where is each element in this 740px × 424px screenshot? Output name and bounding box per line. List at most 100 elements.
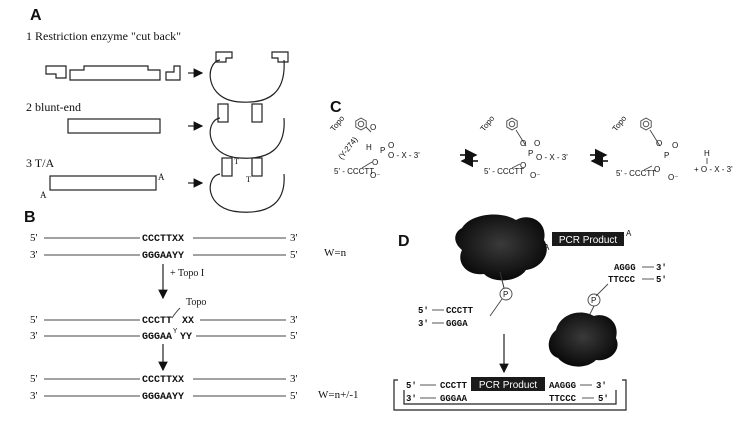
vector-cut-back — [209, 51, 289, 103]
b2-bot-sup: Y — [173, 328, 178, 336]
topo-label-b: Topo — [186, 297, 206, 308]
d-left-top-5: 5' — [418, 306, 429, 316]
panel-d-label: D — [398, 233, 410, 250]
c2-o-left: O — [520, 161, 526, 170]
step3-label: 3 T/A — [26, 156, 54, 170]
topoisomerase-right-icon — [548, 312, 618, 367]
a-overhang-right: A — [158, 172, 165, 182]
f-top-seq2: AAGGG — [549, 381, 576, 391]
d-right-top-seq: AGGG — [614, 263, 636, 273]
c3-h: H — [704, 149, 710, 158]
b1-top-3: 3' — [290, 232, 298, 244]
pcr-product-label-final: PCR Product — [479, 380, 538, 391]
equilibrium-1 — [460, 148, 478, 168]
c1-o-dbl: O — [388, 141, 394, 150]
b1-bot-seq: GGGAAYY — [142, 251, 184, 262]
d-left-bot-3: 3' — [418, 319, 429, 329]
c2-topo: Topo — [478, 114, 496, 134]
c2-strand: 5' - CCCTT — [484, 167, 524, 176]
phosphate-right-label: P — [591, 296, 596, 305]
c2-o-top: O — [520, 139, 526, 148]
panel-b-label: B — [24, 209, 36, 226]
b2-top-seq-b: XX — [182, 316, 194, 327]
d-right-bot-seq: TTCCC — [608, 275, 636, 285]
d-right-bot-5: 5' — [656, 275, 667, 285]
panel-c-label: C — [330, 99, 342, 116]
panel-d: D P 5' CCCTT 3' GGGA A PCR Product A AGG… — [393, 214, 667, 411]
pcr-product-box-final — [471, 377, 545, 391]
cut-back-fragments — [45, 65, 181, 81]
vector-blunt — [209, 103, 285, 159]
final-circular-construct: 5' CCCTT PCR Product AAGGG 3' 3' GGGAA T… — [393, 377, 627, 411]
topoisomerase-left-icon — [455, 214, 547, 289]
c1-h: H — [366, 143, 372, 152]
d-right-top-3: 3' — [656, 263, 667, 273]
b2-bot-seq: GGGAA — [142, 332, 172, 343]
c2-tail: O - X - 3' — [536, 153, 568, 162]
panel-a: A 1 Restriction enzyme "cut back" 2 blun… — [26, 7, 289, 213]
w-equals-n: W=n — [324, 247, 347, 259]
phosphate-left-icon — [499, 287, 513, 301]
b2-bot-3: 3' — [30, 330, 38, 342]
c-structure-3: Topo O P O O O⁻ 5' - CCCTT H + O - X - 3… — [610, 114, 733, 182]
step2-label: 2 blunt-end — [26, 100, 81, 114]
panel-b: B 5' CCCTTXX 3' 3' GGGAAYY 5' W=n + Topo… — [24, 209, 359, 403]
b3-bot-seq: GGGAAYY — [142, 392, 184, 403]
t-overhang-right: T — [246, 175, 251, 184]
b1-top-5: 5' — [30, 232, 38, 244]
b1-bot-5: 5' — [290, 249, 298, 261]
c3-o-left: O — [654, 165, 660, 174]
c-structure-2: Topo O P O O O⁻ O - X - 3' 5' - CCCTT — [478, 114, 568, 180]
b2-top-seq-a: CCCTT — [142, 316, 172, 327]
c2-o-dbl: O — [534, 139, 540, 148]
b2-bot-5: 5' — [290, 330, 298, 342]
panel-a-label: A — [30, 7, 42, 24]
d-left-top-seq: CCCTT — [446, 306, 474, 316]
c2-o-minus: O⁻ — [530, 171, 540, 180]
c1-p: P — [380, 146, 385, 155]
pcr-product-box — [552, 232, 624, 246]
b3-top-3: 3' — [290, 373, 298, 385]
f-top-5: 5' — [406, 381, 417, 391]
d-a-left: A — [544, 243, 550, 252]
b3-top-seq: CCCTTXX — [142, 375, 184, 386]
ta-fragment — [49, 175, 157, 191]
f-bot-seq: GGGAA — [440, 394, 468, 404]
phosphate-left-label: P — [503, 290, 508, 299]
c3-o-minus: O⁻ — [668, 173, 678, 182]
c3-o-dbl: O — [672, 141, 678, 150]
blunt-fragment — [67, 118, 161, 134]
pcr-product-label: PCR Product — [559, 235, 618, 246]
b3-top-5: 5' — [30, 373, 38, 385]
b1-top-seq: CCCTTXX — [142, 234, 184, 245]
c3-strand: 5' - CCCTT — [616, 169, 656, 178]
topo-step-label: + Topo I — [170, 268, 204, 279]
f-top-3: 3' — [596, 381, 607, 391]
f-bot-5: 5' — [598, 394, 609, 404]
vector-ta: T T — [209, 157, 285, 213]
b2-bot-seq-b: YY — [180, 332, 192, 343]
c1-strand: 5' - CCCTT — [334, 167, 374, 176]
c1-o-top: O — [370, 123, 376, 132]
a-overhang-left: A — [40, 190, 47, 200]
d-left-bot-seq: GGGA — [446, 319, 468, 329]
c3-o-top: O — [656, 139, 662, 148]
panel-c: C Topo O (Y-274) H O P O O⁻ O - X - 3' 5… — [328, 99, 733, 182]
d-a-right: A — [626, 229, 632, 238]
c3-p: P — [664, 151, 669, 160]
c3-free-product: + O - X - 3' — [694, 165, 733, 174]
c3-topo: Topo — [610, 114, 628, 134]
f-top-seq: CCCTT — [440, 381, 468, 391]
c-structure-1: Topo O (Y-274) H O P O O⁻ O - X - 3' 5' … — [328, 114, 420, 180]
c1-o-left: O — [372, 158, 378, 167]
step1-label: 1 Restriction enzyme "cut back" — [26, 29, 181, 43]
c1-o-minus: O⁻ — [370, 171, 380, 180]
w-equals-n-plus-minus-1: W=n+/-1 — [318, 389, 359, 401]
c1-tail: O - X - 3' — [388, 151, 420, 160]
b1-bot-3: 3' — [30, 249, 38, 261]
b3-bot-3: 3' — [30, 390, 38, 402]
f-bot-seq2: TTCCC — [549, 394, 577, 404]
equilibrium-2 — [590, 148, 608, 168]
c2-p: P — [528, 149, 533, 158]
